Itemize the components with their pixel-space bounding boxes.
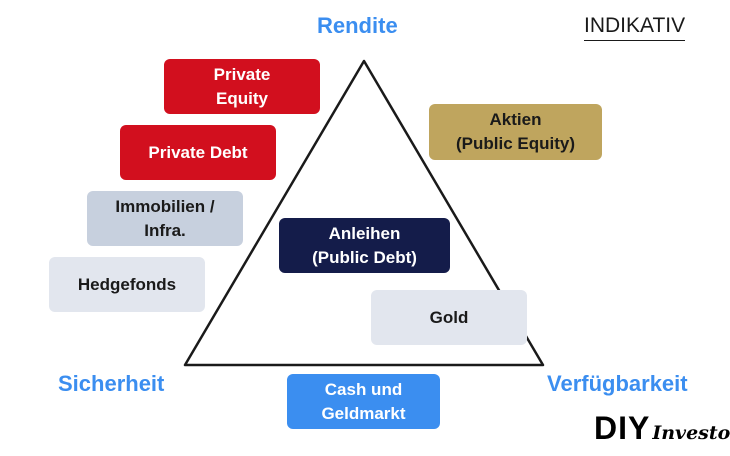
box-hedgefonds: Hedgefonds [49, 257, 205, 312]
box-immobilien-line1: Immobilien / [115, 196, 215, 216]
box-aktien-line2: (Public Equity) [456, 134, 575, 153]
box-anleihen: Anleihen (Public Debt) [279, 218, 450, 273]
box-cash-line1: Cash und [324, 379, 403, 399]
box-private-equity-line1: Private [213, 64, 271, 84]
box-anleihen-line2: (Public Debt) [312, 247, 417, 267]
logo-investor-text: Investor [652, 422, 730, 444]
box-aktien: Aktien (Public Equity) [429, 104, 602, 160]
indikativ-stamp: INDIKATIV [584, 13, 686, 41]
diy-investor-logo: DIY Investor [594, 410, 730, 450]
box-private-equity-line2: Equity [216, 88, 268, 108]
box-aktien-line1: Aktien [489, 110, 542, 129]
axis-label-sicherheit: Sicherheit [58, 371, 165, 396]
triangle-outline [183, 59, 545, 367]
axis-label-verfuegbarkeit: Verfügbarkeit [547, 371, 688, 396]
box-hedgefonds-label: Hedgefonds [77, 274, 177, 294]
box-gold-label: Gold [429, 307, 469, 327]
box-immobilien-line2: Infra. [144, 220, 186, 240]
box-private-debt: Private Debt [120, 125, 276, 180]
box-cash-line2: Geldmarkt [321, 403, 406, 423]
box-anleihen-line1: Anleihen [328, 223, 401, 243]
box-immobilien: Immobilien / Infra. [87, 191, 243, 246]
box-gold: Gold [371, 290, 527, 345]
box-private-debt-label: Private Debt [148, 142, 248, 162]
axis-label-rendite: Rendite [317, 13, 398, 38]
logo-diy-text: DIY [594, 410, 651, 446]
